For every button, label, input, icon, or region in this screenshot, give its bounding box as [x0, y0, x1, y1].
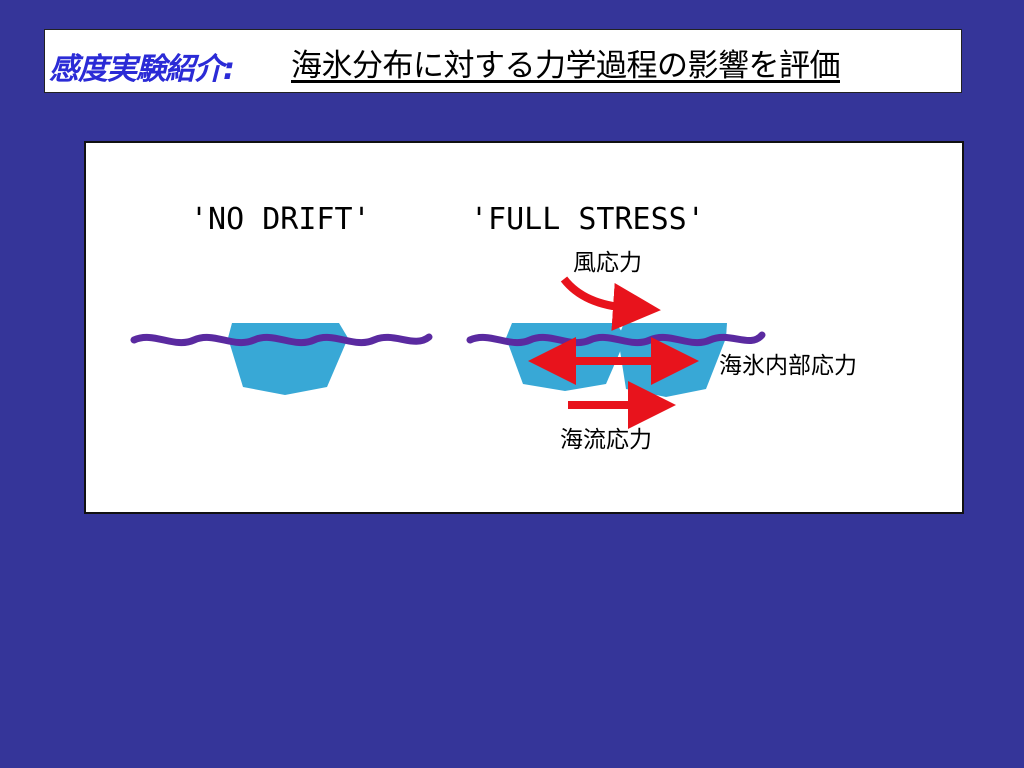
page-title: 海氷分布に対する力学過程の影響を評価: [291, 48, 841, 84]
diagram-panel: 'NO DRIFT' 'FULL STRESS' 風応力 海氷内部応力 海流応力: [84, 141, 964, 514]
wind-stress-label: 風応力: [573, 250, 642, 276]
internal-ice-stress-label: 海氷内部応力: [719, 353, 857, 379]
ocean-stress-label: 海流応力: [560, 427, 652, 453]
title-bar: 感度実験紹介: 海氷分布に対する力学過程の影響を評価: [44, 29, 962, 93]
case-label-no-drift: 'NO DRIFT': [190, 202, 371, 237]
water-line-no-drift: [130, 333, 433, 347]
diagram-svg: 'NO DRIFT' 'FULL STRESS' 風応力 海氷内部応力 海流応力: [130, 202, 857, 453]
title-prefix: 感度実験紹介:: [49, 52, 235, 87]
case-label-full-stress: 'FULL STRESS': [470, 202, 705, 237]
wind-stress-arrow: [560, 276, 661, 331]
ice-floe-no-drift: [228, 323, 348, 395]
